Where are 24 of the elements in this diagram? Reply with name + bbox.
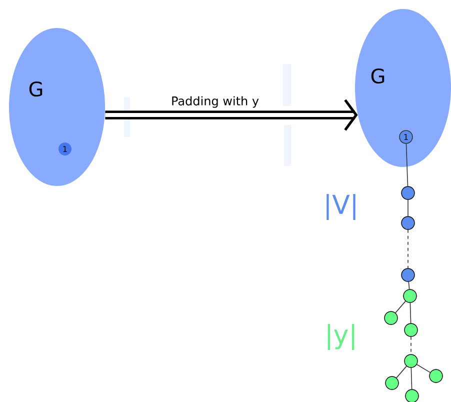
vertex bbox=[401, 268, 415, 282]
connector bbox=[395, 300, 406, 314]
connector bbox=[396, 366, 407, 378]
vertex bbox=[429, 369, 443, 383]
vertex bbox=[405, 389, 419, 402]
connector bbox=[408, 281, 410, 290]
connector bbox=[105, 99, 358, 131]
connector bbox=[410, 302, 412, 324]
vertex bbox=[384, 311, 398, 325]
edge-label: Padding with y bbox=[172, 96, 259, 108]
vertex bbox=[404, 323, 418, 337]
vertex: 1 bbox=[58, 142, 72, 156]
connector bbox=[410, 336, 412, 355]
vertex bbox=[401, 186, 415, 200]
connector bbox=[410, 367, 412, 390]
connector bbox=[406, 144, 408, 187]
size-label: |y| bbox=[328, 324, 354, 350]
vertex: 1 bbox=[399, 130, 413, 144]
vertex bbox=[385, 376, 399, 390]
vertex bbox=[404, 354, 418, 368]
vertex bbox=[403, 289, 417, 303]
connector bbox=[416, 364, 431, 373]
size-label: |V| bbox=[326, 194, 356, 220]
vertex bbox=[401, 216, 415, 230]
